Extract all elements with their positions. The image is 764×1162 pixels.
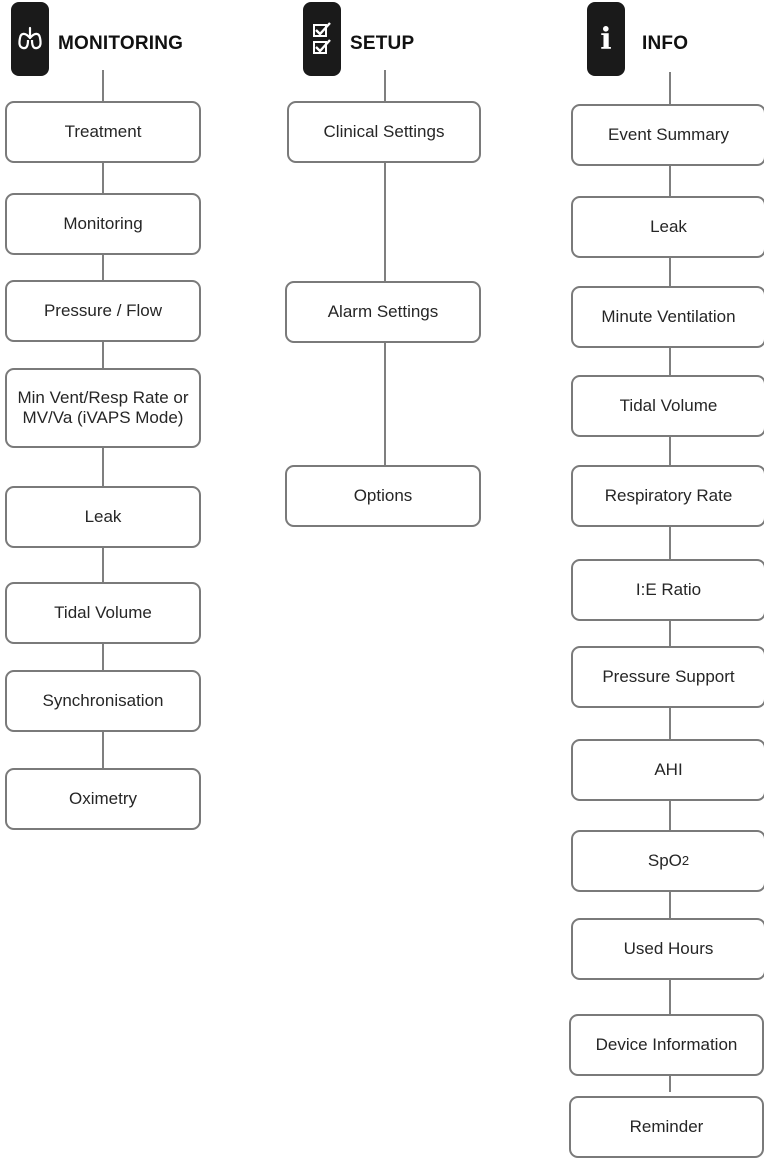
info-tab-icon-box[interactable]: i bbox=[587, 2, 625, 76]
monitoring-item-treatment[interactable]: Treatment bbox=[5, 101, 201, 163]
info-item-ahi[interactable]: AHI bbox=[571, 739, 764, 801]
info-item-event-summary[interactable]: Event Summary bbox=[571, 104, 764, 166]
info-item-tidal-volume[interactable]: Tidal Volume bbox=[571, 375, 764, 437]
setup-item-clinical-settings[interactable]: Clinical Settings bbox=[287, 101, 481, 163]
info-title[interactable]: INFO bbox=[642, 33, 689, 54]
info-item-used-hours[interactable]: Used Hours bbox=[571, 918, 764, 980]
info-item-respiratory-rate[interactable]: Respiratory Rate bbox=[571, 465, 764, 527]
info-item-leak[interactable]: Leak bbox=[571, 196, 764, 258]
setup-item-options[interactable]: Options bbox=[285, 465, 481, 527]
info-item-device-information[interactable]: Device Information bbox=[569, 1014, 764, 1076]
info-item-ie-ratio[interactable]: I:E Ratio bbox=[571, 559, 764, 621]
spo2-subscript: 2 bbox=[681, 852, 690, 868]
monitoring-tab-icon-box[interactable] bbox=[11, 2, 49, 76]
monitoring-item-synchronisation[interactable]: Synchronisation bbox=[5, 670, 201, 732]
monitoring-item-monitoring[interactable]: Monitoring bbox=[5, 193, 201, 255]
setup-item-alarm-settings[interactable]: Alarm Settings bbox=[285, 281, 481, 343]
spo2-label: SpO bbox=[647, 851, 682, 871]
info-item-minute-ventilation[interactable]: Minute Ventilation bbox=[571, 286, 764, 348]
setup-title[interactable]: SETUP bbox=[350, 33, 415, 54]
info-item-reminder[interactable]: Reminder bbox=[569, 1096, 764, 1158]
monitoring-item-min-vent[interactable]: Min Vent/Resp Rate or MV/Va (iVAPS Mode) bbox=[5, 368, 201, 448]
monitoring-item-leak[interactable]: Leak bbox=[5, 486, 201, 548]
monitoring-item-tidal-volume[interactable]: Tidal Volume bbox=[5, 582, 201, 644]
setup-tab-icon-box[interactable] bbox=[303, 2, 341, 76]
monitoring-title[interactable]: MONITORING bbox=[58, 33, 184, 54]
monitoring-item-pressure-flow[interactable]: Pressure / Flow bbox=[5, 280, 201, 342]
info-icon: i bbox=[600, 21, 612, 57]
monitoring-item-oximetry[interactable]: Oximetry bbox=[5, 768, 201, 830]
checklist-icon bbox=[313, 22, 331, 54]
info-item-pressure-support[interactable]: Pressure Support bbox=[571, 646, 764, 708]
lungs-icon bbox=[18, 26, 42, 50]
